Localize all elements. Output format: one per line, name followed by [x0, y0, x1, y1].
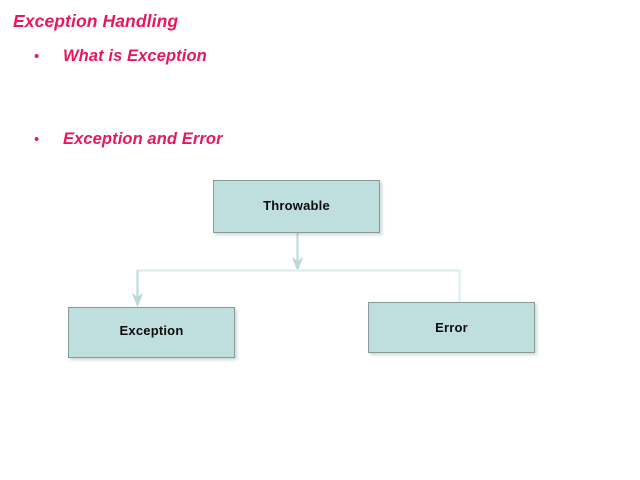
page-title: Exception Handling — [13, 11, 179, 31]
diagram-node-label: Exception — [119, 322, 184, 338]
diagram-node-exception: Exception — [68, 307, 235, 358]
bullet-item-label: What is Exception — [63, 47, 207, 65]
bullet-item-what-is-exception: • What is Exception — [34, 47, 207, 66]
bullet-dot-icon: • — [34, 131, 40, 148]
diagram-node-throwable: Throwable — [213, 180, 380, 233]
bullet-item-exception-and-error: • Exception and Error — [34, 130, 223, 149]
diagram-node-error: Error — [368, 302, 535, 353]
bullet-dot-icon: • — [34, 48, 40, 65]
diagram-node-label: Error — [435, 319, 468, 335]
diagram-node-label: Throwable — [263, 198, 330, 213]
bullet-item-label: Exception and Error — [63, 130, 223, 148]
